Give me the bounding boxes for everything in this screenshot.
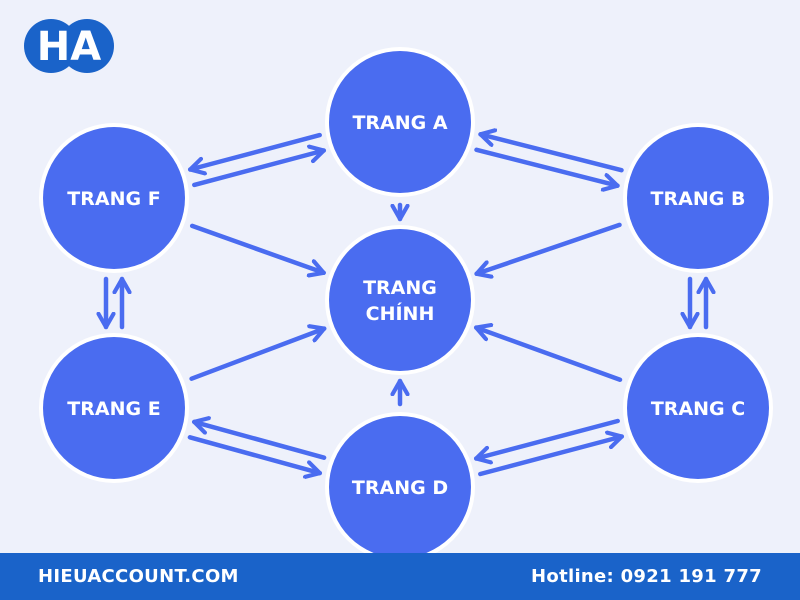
node-c-circle xyxy=(627,337,769,479)
node-center[interactable]: TRANG CHÍNH xyxy=(325,225,475,375)
arrow-c-to-d xyxy=(473,418,620,459)
node-center-circle xyxy=(329,229,471,371)
node-e-label: TRANG E xyxy=(67,398,160,420)
arrow-d-to-c xyxy=(478,437,625,477)
nodes: TRANG CHÍNH TRANG A TRANG B TRANG C TRANG D TR… xyxy=(39,47,773,553)
node-a-label: TRANG A xyxy=(352,112,447,134)
node-f-label: TRANG F xyxy=(67,188,160,210)
node-c[interactable]: TRANG C xyxy=(623,333,773,483)
footer-bar: HIEUACCOUNT.COM Hotline: 0921 191 777 xyxy=(0,553,800,600)
node-b-label: TRANG B xyxy=(651,188,746,210)
node-b-circle xyxy=(627,127,769,269)
node-a-circle xyxy=(329,51,471,193)
arrow-b-to-a xyxy=(478,134,624,173)
node-c-label: TRANG C xyxy=(651,398,745,420)
arrow-f-to-a xyxy=(192,151,327,188)
node-b[interactable]: TRANG B xyxy=(623,123,773,273)
edges xyxy=(106,134,706,474)
node-f[interactable]: TRANG F xyxy=(39,123,189,273)
brand-logo: HA xyxy=(24,19,114,73)
node-d[interactable]: TRANG D xyxy=(325,412,475,553)
node-d-circle xyxy=(329,416,471,553)
node-e-circle xyxy=(43,337,185,479)
node-center-label: CHÍNH xyxy=(366,302,435,325)
sitemap-diagram: TRANG CHÍNH TRANG A TRANG B TRANG C TRANG D TR… xyxy=(39,47,773,553)
node-f-circle xyxy=(43,127,185,269)
arrow-e-to-center xyxy=(189,329,327,381)
website-link[interactable]: HIEUACCOUNT.COM xyxy=(38,566,239,587)
logo-text: HA xyxy=(37,24,101,70)
arrow-b-to-center xyxy=(474,222,622,274)
arrow-e-to-d xyxy=(187,435,323,473)
node-a[interactable]: TRANG A xyxy=(325,47,475,197)
arrow-d-to-e xyxy=(191,422,327,460)
arrow-c-to-center xyxy=(473,328,623,382)
hotline-text: Hotline: 0921 191 777 xyxy=(531,566,762,587)
arrow-f-to-center xyxy=(189,223,326,273)
node-e[interactable]: TRANG E xyxy=(39,333,189,483)
node-center-label: TRANG xyxy=(363,277,437,299)
arrow-a-to-f xyxy=(187,132,322,169)
arrow-a-to-b xyxy=(474,147,620,186)
node-d-label: TRANG D xyxy=(352,477,448,499)
